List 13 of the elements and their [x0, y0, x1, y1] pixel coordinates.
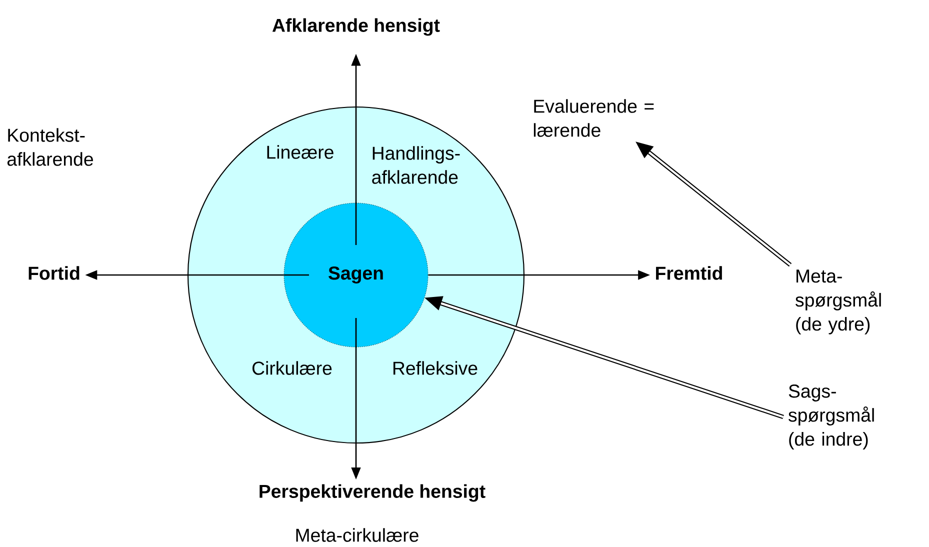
quadrant-label: Cirkulære: [252, 361, 332, 375]
axis-label: Afklarende hensigt: [272, 18, 440, 36]
quadrant-label: Kontekst- afklarende: [7, 128, 93, 166]
axis-label: Fremtid: [656, 266, 722, 280]
callout-text: Sags- spørgsmål (de indre): [788, 384, 874, 450]
quadrant-label: Lineære: [267, 145, 334, 159]
caption-label: Meta-cirkulære: [296, 528, 418, 542]
callout-text: Meta- spørgsmål (de ydre): [796, 270, 881, 334]
quadrant-label: Handlings- afklarende: [372, 146, 460, 184]
quadrant-label: Refleksive: [393, 361, 478, 375]
axis-label: Fortid: [28, 266, 80, 280]
axis-label: Perspektiverende hensigt: [260, 484, 486, 502]
category-text: Evaluerende = lærende: [534, 99, 654, 137]
